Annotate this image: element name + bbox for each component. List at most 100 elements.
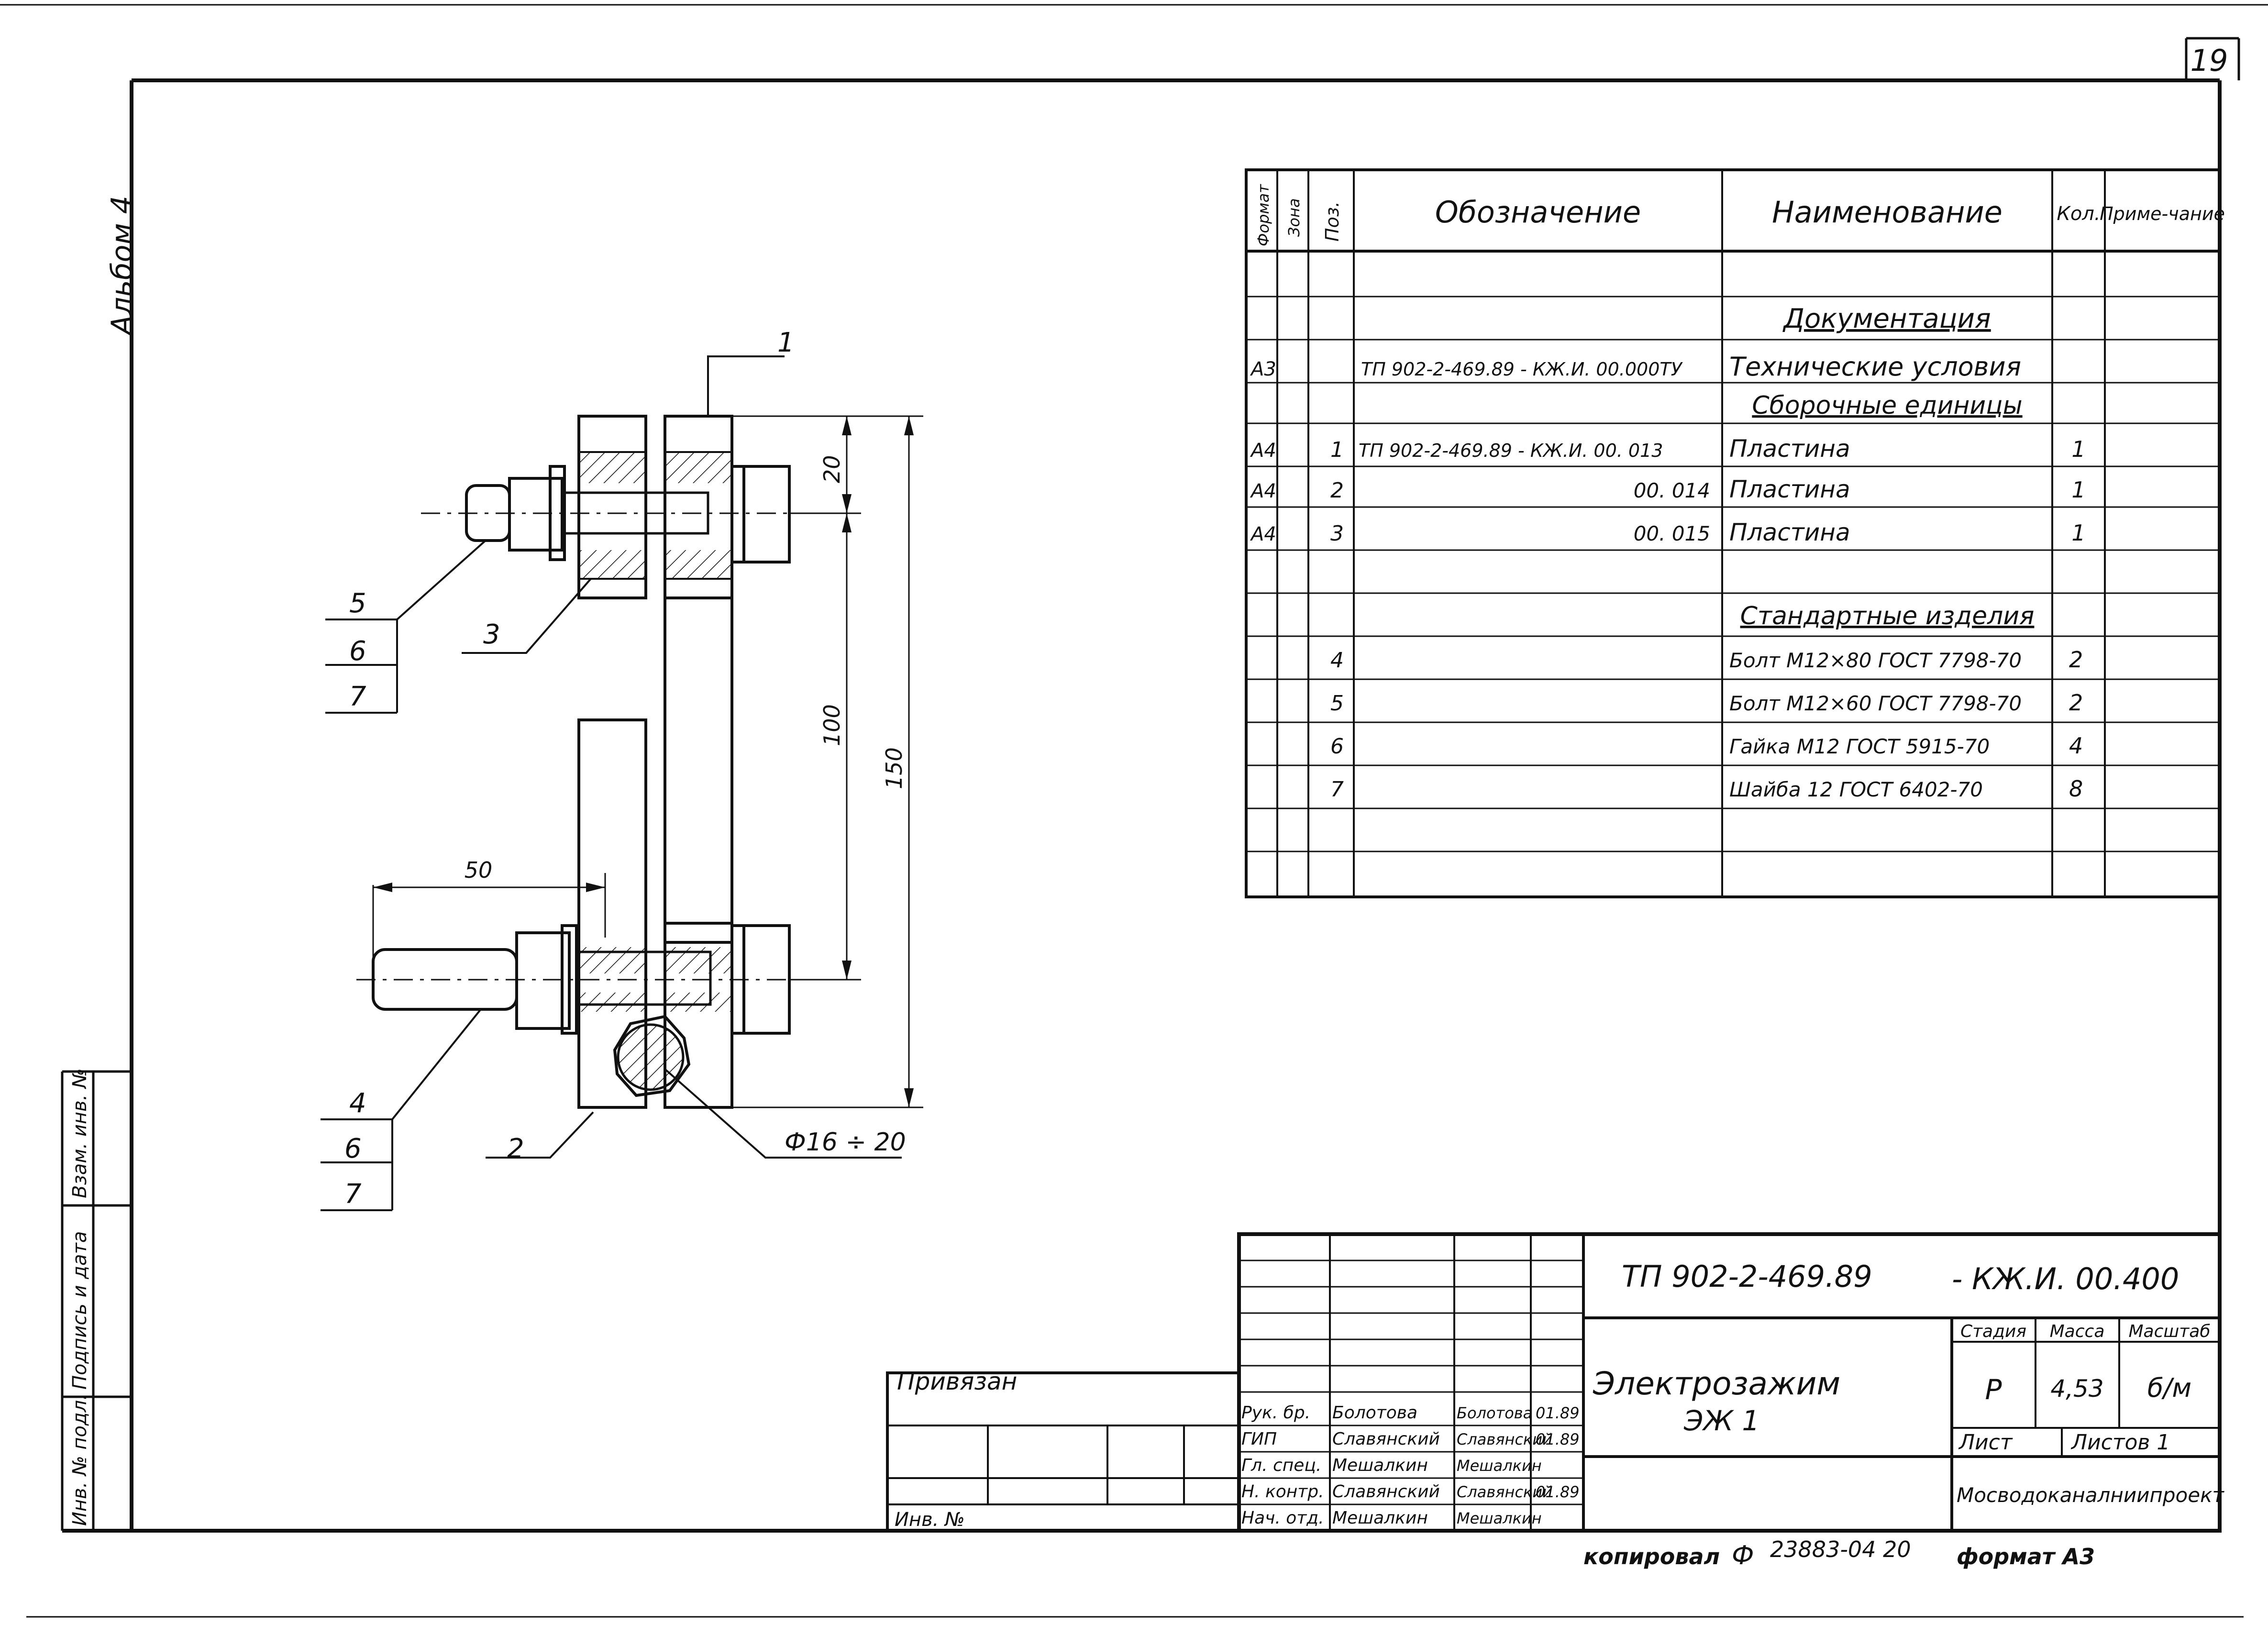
row-11-qty: 4 — [2069, 733, 2083, 759]
row-10-qty: 2 — [2069, 690, 2083, 716]
row-6-name: Пластина — [1729, 519, 1850, 546]
row-10-pos: 5 — [1330, 691, 1344, 716]
copied-signature: Ф — [1732, 1540, 1754, 1570]
row-6-qty: 1 — [2071, 520, 2085, 546]
signature-name: Славянский — [1332, 1429, 1440, 1449]
signature-date: 01.89 — [1536, 1404, 1580, 1422]
spec-table-grid — [1245, 168, 2221, 898]
album-label: Альбом 4 — [105, 196, 139, 337]
row-5-designation: 00. 014 — [1634, 479, 1710, 502]
row-11-name: Гайка М12 ГОСТ 5915-70 — [1729, 735, 1990, 758]
stage-label: Стадия — [1960, 1322, 2026, 1341]
electro-clamp-drawing — [321, 355, 923, 1211]
signature-rows: Рук. бр. Болотова Болотова 01.89 ГИП Сла… — [1241, 1403, 1580, 1528]
copied-label: копировал — [1583, 1544, 1720, 1569]
row-4-pos: 1 — [1330, 438, 1344, 462]
row-2-designation: ТП 902-2-469.89 - КЖ.И. 00.000ТУ — [1361, 359, 1683, 380]
signature-handwriting: Мешалкин — [1457, 1457, 1542, 1475]
format-label: формат А3 — [1957, 1544, 2095, 1569]
row-11-pos: 6 — [1330, 734, 1344, 759]
row-6-pos: 3 — [1330, 521, 1344, 546]
row-4-qty: 1 — [2071, 436, 2085, 462]
title-block-grid — [886, 1232, 2222, 1533]
attached-label: Привязан — [897, 1368, 1017, 1395]
row-12-pos: 7 — [1330, 777, 1344, 802]
signature-role: ГИП — [1241, 1429, 1277, 1449]
project-code: ТП 902-2-469.89 — [1622, 1259, 1872, 1294]
row-5-qty: 1 — [2071, 477, 2085, 503]
row-5-pos: 2 — [1330, 478, 1344, 503]
header-pos: Поз. — [1322, 201, 1343, 242]
side-stamp-inv-original: Инв. № подл. — [69, 1394, 91, 1526]
row-5-name: Пластина — [1729, 475, 1850, 503]
product-name: Электрозажим — [1593, 1365, 1840, 1402]
product-code: ЭЖ 1 — [1683, 1404, 1759, 1437]
mass-label: Масса — [2050, 1322, 2105, 1341]
row-5-format: А4 — [1250, 480, 1276, 502]
organization: Мосводоканалниипроект — [1957, 1483, 2224, 1507]
dimension-20: 20 — [819, 455, 845, 483]
row-2-name: Технические условия — [1729, 352, 2021, 382]
header-designation: Обозначение — [1435, 195, 1641, 230]
signature-handwriting: Болотова — [1457, 1404, 1532, 1422]
sheet-frame — [0, 4, 2268, 1618]
page-number: 19 — [2191, 43, 2228, 78]
scale-label: Масштаб — [2128, 1322, 2210, 1341]
callout-7-lower: 7 — [344, 1179, 362, 1210]
callout-3: 3 — [483, 619, 500, 650]
header-format: Формат — [1254, 184, 1272, 246]
section-documentation: Документация — [1782, 303, 1991, 334]
row-12-name: Шайба 12 ГОСТ 6402-70 — [1729, 778, 1983, 801]
side-stamp-signature-date: Подпись и дата — [69, 1231, 91, 1390]
signature-date: 01.89 — [1536, 1430, 1580, 1448]
signature-role: Гл. спец. — [1241, 1456, 1321, 1475]
signature-handwriting: Славянский — [1457, 1430, 1552, 1448]
row-4-designation: ТП 902-2-469.89 - КЖ.И. 00. 013 — [1359, 440, 1663, 461]
callout-2: 2 — [507, 1133, 524, 1164]
row-12-qty: 8 — [2069, 776, 2083, 802]
section-assembly-units: Сборочные единицы — [1752, 391, 2022, 420]
row-6-designation: 00. 015 — [1634, 522, 1710, 545]
callout-6-upper: 6 — [349, 636, 366, 667]
callout-4: 4 — [349, 1088, 366, 1119]
row-4-name: Пластина — [1729, 435, 1850, 463]
stage-value: Р — [1985, 1373, 2002, 1406]
document-code: - КЖ.И. 00.400 — [1952, 1261, 2179, 1296]
section-standard-items: Стандартные изделия — [1740, 602, 2035, 630]
sheets-count: Листов 1 — [2070, 1430, 2170, 1455]
row-10-name: Болт М12×60 ГОСТ 7798-70 — [1729, 692, 2022, 715]
signature-name: Болотова — [1332, 1403, 1417, 1423]
row-4-format: А4 — [1250, 440, 1276, 462]
signature-role: Рук. бр. — [1241, 1403, 1310, 1423]
inventory-number-label: Инв. № — [895, 1509, 965, 1531]
header-note: Приме-чание — [2100, 203, 2225, 224]
signature-date: 01.89 — [1536, 1483, 1580, 1501]
header-zone: Зона — [1285, 198, 1303, 237]
signature-role: Нач. отд. — [1241, 1508, 1324, 1528]
dimension-150: 150 — [881, 747, 907, 789]
header-qty: Кол. — [2057, 203, 2100, 225]
row-9-pos: 4 — [1330, 648, 1344, 673]
callout-1: 1 — [777, 327, 795, 358]
signature-name: Мешалкин — [1332, 1456, 1428, 1475]
signature-handwriting: Славянский — [1457, 1483, 1552, 1501]
row-9-qty: 2 — [2069, 647, 2083, 673]
header-name: Наименование — [1772, 195, 2002, 230]
mass-value: 4,53 — [2050, 1375, 2103, 1403]
side-stamp — [61, 1070, 132, 1531]
callout-5: 5 — [349, 588, 366, 619]
signature-role: Н. контр. — [1241, 1482, 1324, 1502]
callout-7-upper: 7 — [349, 681, 366, 712]
row-9-name: Болт М12×80 ГОСТ 7798-70 — [1729, 649, 2022, 672]
signature-name: Славянский — [1332, 1482, 1440, 1502]
dimension-100: 100 — [819, 704, 845, 746]
dimension-50: 50 — [465, 857, 493, 883]
side-stamp-replaced-inv: Взам. инв. № — [69, 1068, 91, 1198]
signature-handwriting: Мешалкин — [1457, 1509, 1542, 1527]
dimension-diameter: Ф16 ÷ 20 — [785, 1128, 906, 1157]
row-2-format: А3 — [1250, 358, 1276, 380]
scale-value: б/м — [2147, 1373, 2191, 1403]
callout-6-lower: 6 — [344, 1133, 362, 1164]
row-6-format: А4 — [1250, 523, 1276, 545]
